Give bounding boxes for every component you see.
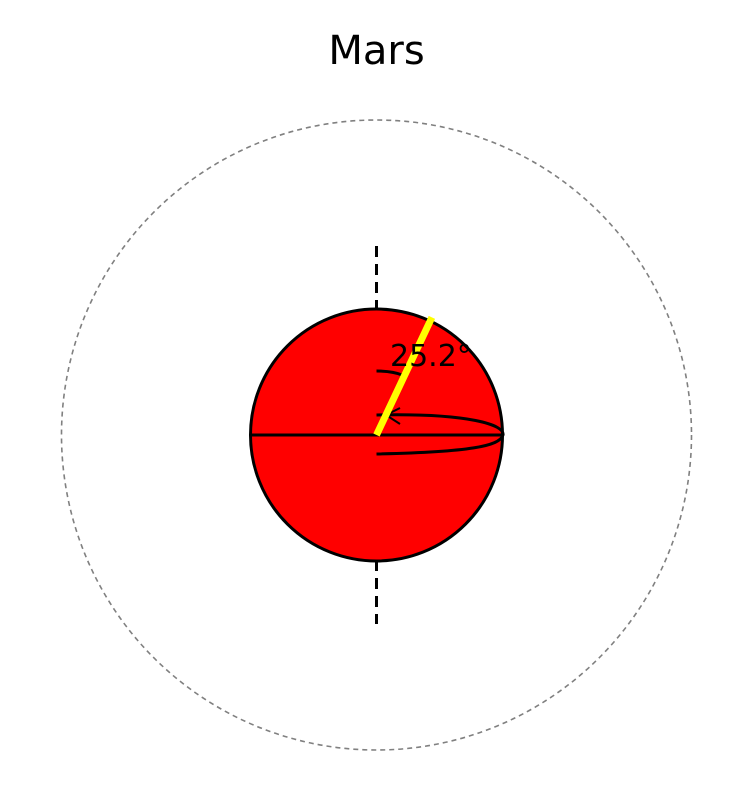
rotation-direction-arrow (376, 413, 505, 456)
diagram-title: Mars (328, 28, 424, 74)
rotation-axis (373, 315, 436, 437)
tilt-angle-arc (376, 369, 403, 377)
orbit-ring (60, 119, 693, 751)
tilt-angle-label: 25.2° (390, 339, 472, 374)
